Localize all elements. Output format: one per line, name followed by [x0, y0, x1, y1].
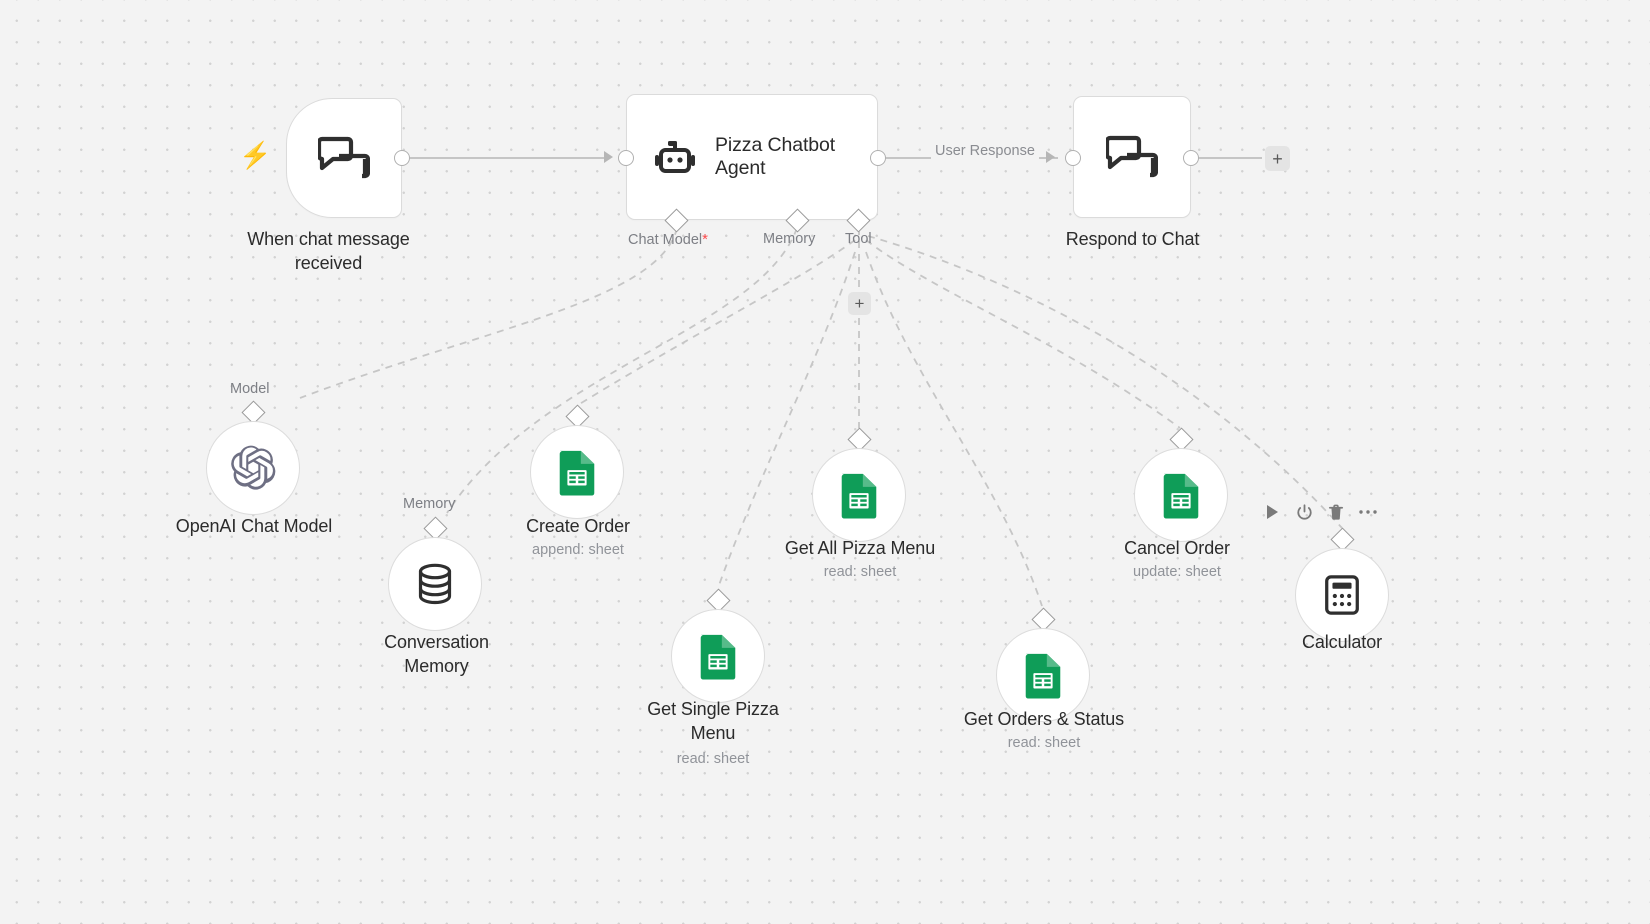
caption-respond-to-chat: Respond to Chat: [1065, 229, 1200, 249]
openai-icon: [230, 445, 276, 491]
required-asterisk-icon: *: [702, 231, 708, 248]
port-respond-output[interactable]: [1183, 150, 1199, 166]
subcaption-cancel-order: update: sheet: [1133, 564, 1221, 580]
caption-get-single-pizza-menu: Get Single Pizza Menu: [647, 699, 779, 743]
google-sheets-icon: [1160, 471, 1202, 519]
ellipsis-icon[interactable]: [1352, 498, 1384, 526]
google-sheets-icon: [1022, 651, 1064, 699]
subcaption-create-order: append: sheet: [532, 542, 624, 558]
calculator-icon: [1322, 574, 1362, 616]
caption-get-orders-status: Get Orders & Status: [963, 709, 1125, 729]
connector-label-chat-model: Chat Model*: [628, 231, 708, 248]
robot-icon: [653, 135, 697, 179]
google-sheets-icon: [697, 632, 739, 680]
google-sheets-icon: [838, 471, 880, 519]
node-get-all-pizza-menu[interactable]: [812, 448, 906, 542]
connector-label-model: Model: [230, 381, 270, 397]
node-calculator[interactable]: [1295, 548, 1389, 642]
caption-openai-chat-model: OpenAI Chat Model: [175, 516, 333, 536]
subcaption-get-orders-status: read: sheet: [1007, 735, 1081, 751]
lightning-bolt-icon: ⚡: [239, 140, 272, 170]
execute-node-button[interactable]: [1256, 498, 1288, 526]
edge-label-user-response: User Response: [931, 143, 1039, 159]
node-respond-to-chat[interactable]: [1073, 96, 1191, 218]
connector-label-memory-node: Memory: [403, 496, 456, 512]
trash-icon[interactable]: [1320, 498, 1352, 526]
connector-label-chat-model-text: Chat Model: [628, 232, 703, 248]
caption-cancel-order: Cancel Order: [1124, 538, 1230, 558]
port-respond-input[interactable]: [1065, 150, 1081, 166]
chat-bubbles-icon: [1106, 134, 1158, 180]
subcaption-get-single-pizza-menu: read: sheet: [676, 751, 750, 767]
google-sheets-icon: [556, 448, 598, 496]
node-title-pizza-chatbot-agent: Pizza Chatbot Agent: [715, 134, 836, 179]
add-tool-node-button[interactable]: +: [848, 292, 871, 315]
chat-bubbles-icon: [318, 135, 370, 181]
caption-conversation-memory: Conversation Memory: [384, 632, 489, 676]
caption-when-chat-message-received: When chat message received: [247, 229, 410, 273]
node-conversation-memory[interactable]: [388, 537, 482, 631]
add-node-after-respond-button[interactable]: +: [1265, 146, 1290, 171]
node-create-order[interactable]: [530, 425, 624, 519]
database-icon: [414, 562, 456, 606]
edge-arrow-to-agent: [604, 151, 613, 163]
connector-label-memory: Memory: [763, 231, 816, 247]
caption-create-order: Create Order: [526, 516, 630, 536]
edge-arrow-to-respond: [1046, 151, 1055, 163]
connector-label-tool: Tool: [845, 231, 872, 247]
node-pizza-chatbot-agent[interactable]: Pizza Chatbot Agent: [626, 94, 878, 220]
caption-calculator: Calculator: [1301, 632, 1383, 652]
subcaption-get-all-pizza-menu: read: sheet: [823, 564, 897, 580]
caption-get-all-pizza-menu: Get All Pizza Menu: [784, 538, 936, 558]
node-get-single-pizza-menu[interactable]: [671, 609, 765, 703]
node-cancel-order[interactable]: [1134, 448, 1228, 542]
node-when-chat-message-received[interactable]: [286, 98, 402, 218]
port-agent-input[interactable]: [618, 150, 634, 166]
node-hover-toolbar[interactable]: [1256, 498, 1384, 526]
node-openai-chat-model[interactable]: [206, 421, 300, 515]
port-agent-output[interactable]: [870, 150, 886, 166]
port-trigger-output[interactable]: [394, 150, 410, 166]
node-get-orders-status[interactable]: [996, 628, 1090, 722]
power-icon[interactable]: [1288, 498, 1320, 526]
